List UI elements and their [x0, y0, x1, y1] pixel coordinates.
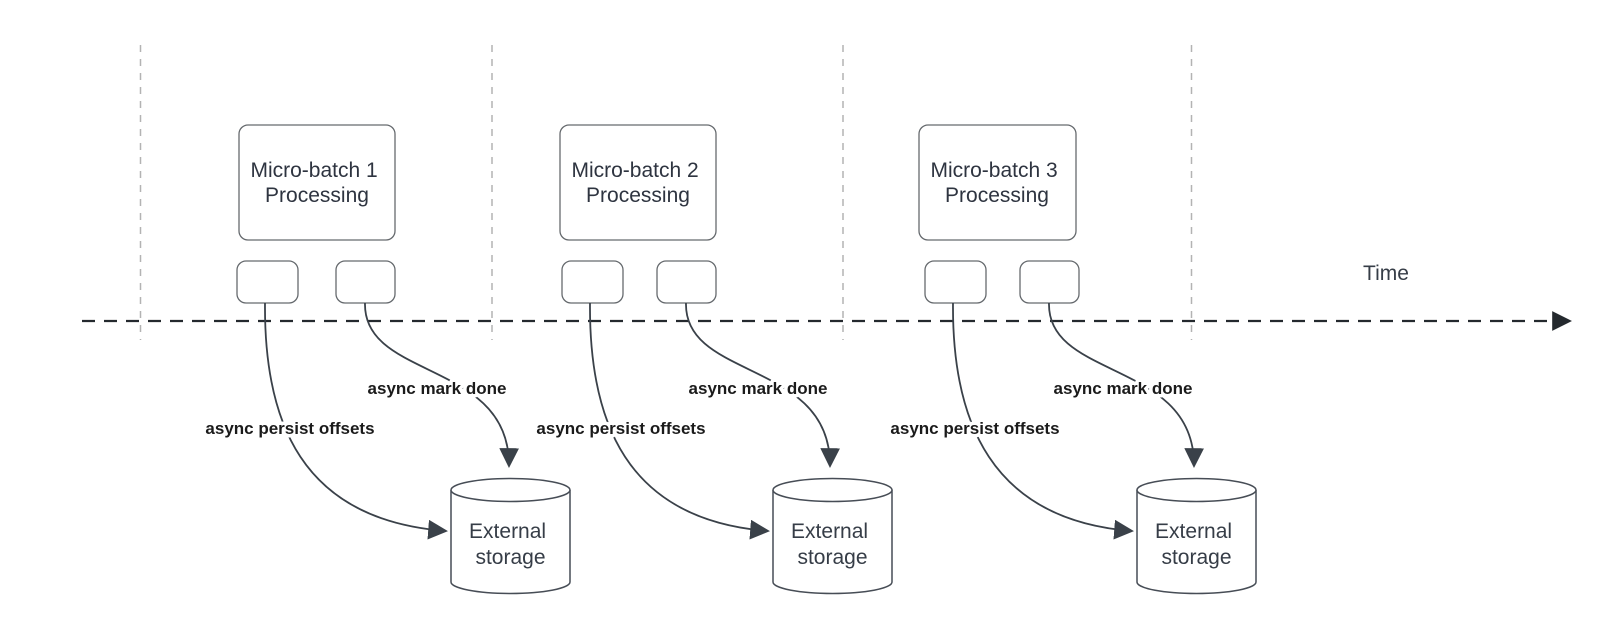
micro-batch-box: [559, 124, 717, 241]
external-storage-label: External storage: [791, 520, 874, 569]
persist-offsets-arrow: [952, 302, 1134, 540]
offset-chip-right: [335, 260, 396, 304]
micro-batch-group-1: Micro-batch 1 Processing async persist o…: [202, 124, 571, 595]
mark-done-label: async mark done: [689, 379, 828, 398]
micro-batch-box: [238, 124, 396, 241]
persist-offsets-arrow: [264, 302, 448, 540]
micro-batch-group-3: Micro-batch 3 Processing async persist o…: [887, 124, 1257, 595]
micro-batch-box-label: Micro-batch 3 Processing: [930, 159, 1063, 207]
persist-offsets-arrow: [589, 302, 770, 540]
mark-done-label: async mark done: [1054, 379, 1193, 398]
persist-offsets-label: async persist offsets: [205, 419, 374, 438]
micro-batch-box-label: Micro-batch 2 Processing: [571, 159, 704, 207]
persist-offsets-label: async persist offsets: [890, 419, 1059, 438]
mark-done-arrow: [364, 302, 520, 468]
mark-done-arrow: [685, 302, 841, 468]
offset-chip-left: [561, 260, 624, 304]
micro-batch-box: [918, 124, 1077, 241]
offset-chip-right: [656, 260, 717, 304]
external-storage-label: External storage: [469, 520, 552, 569]
micro-batch-group-2: Micro-batch 2 Processing async persist o…: [533, 124, 893, 595]
micro-batch-box-label: Micro-batch 1 Processing: [250, 159, 383, 207]
external-storage-cylinder: External storage: [772, 477, 893, 595]
external-storage-cylinder: External storage: [1136, 477, 1257, 595]
external-storage-label: External storage: [1155, 520, 1238, 569]
offset-chip-left: [924, 260, 987, 304]
time-label: Time: [1363, 262, 1409, 285]
offset-chip-left: [236, 260, 299, 304]
mark-done-arrow: [1048, 302, 1205, 468]
offset-chip-right: [1019, 260, 1080, 304]
persist-offsets-label: async persist offsets: [536, 419, 705, 438]
external-storage-cylinder: External storage: [450, 477, 571, 595]
mark-done-label: async mark done: [368, 379, 507, 398]
